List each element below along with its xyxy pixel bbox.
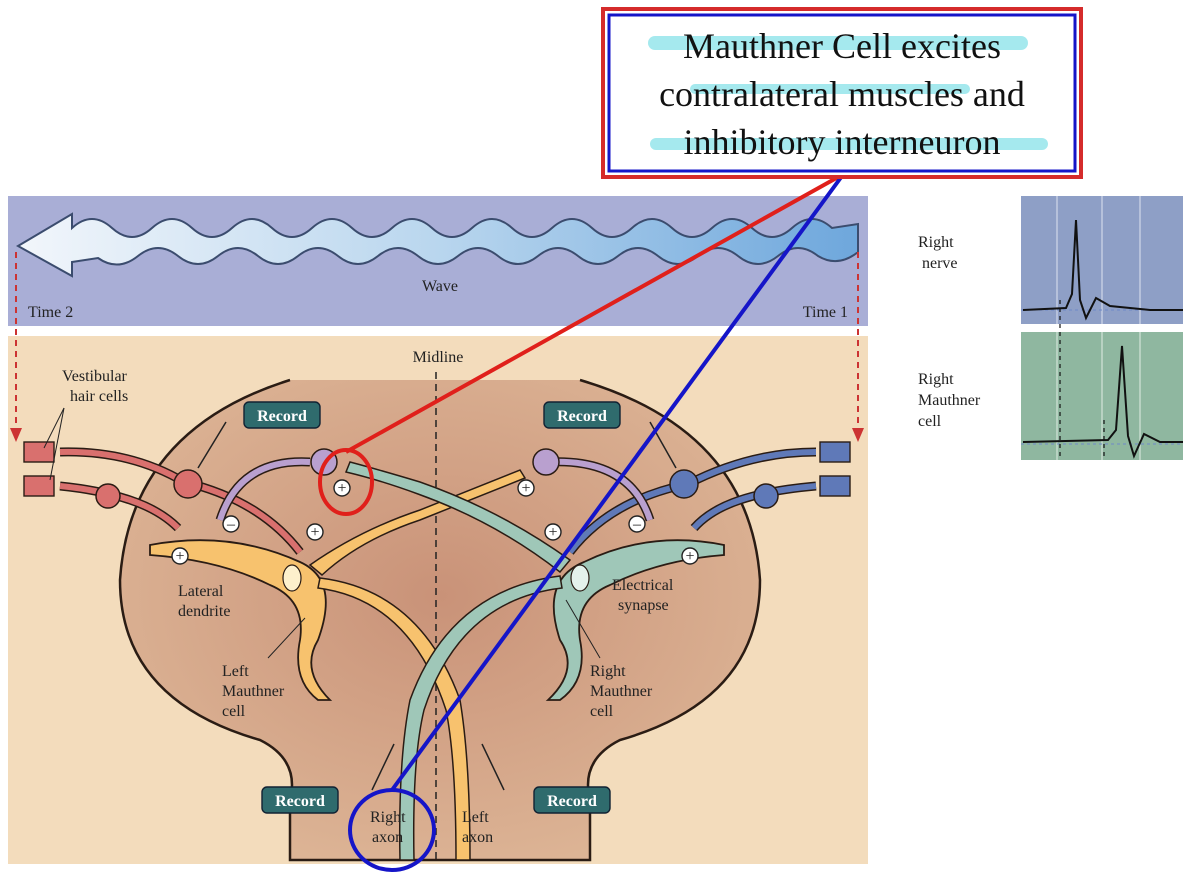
svg-text:+: + (310, 524, 319, 541)
right-vestibular-neurons (566, 441, 851, 555)
callout-line-2: contralateral muscles and (659, 74, 1025, 114)
right-axon-label-2: axon (372, 829, 403, 846)
synapse-signs: + – + + + + – + (171, 479, 699, 565)
svg-text:Record: Record (557, 408, 607, 425)
record-box-bottom-left: Record (261, 786, 339, 814)
brainstem-outline (118, 378, 762, 862)
svg-text:+: + (685, 548, 694, 565)
right-mauthner-trace-label-3: cell (918, 413, 942, 430)
annotation-overlay (318, 174, 844, 872)
vestibular-label-2: hair cells (70, 388, 128, 405)
right-nerve-trace: Right nerve (918, 196, 1183, 324)
plus-sign-4: + (517, 479, 535, 497)
right-nerve-label-1: Right (918, 234, 954, 251)
svg-text:–: – (632, 516, 642, 533)
right-mauthner-trace-label-1: Right (918, 371, 954, 388)
red-callout-line (345, 174, 841, 454)
lateral-label-2: dendrite (178, 603, 230, 620)
left-mauthner-label-1: Left (222, 663, 249, 680)
wave-label: Wave (422, 278, 458, 295)
left-mauthner-label-3: cell (222, 703, 246, 720)
svg-text:–: – (226, 516, 236, 533)
left-axon-label-2: axon (462, 829, 493, 846)
right-mauthner-trace-label-2: Mauthner (918, 392, 981, 409)
wave-arrow (15, 212, 859, 278)
wave-panel: Wave Time 2 Time 1 (8, 196, 868, 326)
lateral-label-1: Lateral (178, 583, 224, 600)
record-box-top-left: Record (243, 401, 321, 429)
right-axon-label-1: Right (370, 809, 406, 826)
right-mauthner-trace: Right Mauthner cell (918, 332, 1183, 460)
svg-text:Record: Record (257, 408, 307, 425)
svg-text:Record: Record (275, 793, 325, 810)
right-nerve-label-2: nerve (922, 255, 958, 272)
svg-text:Record: Record (547, 793, 597, 810)
minus-sign-2: – (628, 515, 646, 533)
left-mauthner-label-2: Mauthner (222, 683, 285, 700)
svg-text:+: + (175, 548, 184, 565)
left-vestibular-neurons (23, 441, 304, 555)
plus-sign-5: + (544, 523, 562, 541)
blue-callout-line (390, 174, 844, 792)
right-mauthner-cell (344, 461, 725, 861)
svg-text:+: + (337, 480, 346, 497)
callout-line-3: inhibitory interneuron (684, 122, 1001, 162)
svg-text:+: + (521, 480, 530, 497)
record-box-bottom-right: Record (533, 786, 611, 814)
left-axon-label-1: Left (462, 809, 489, 826)
plus-sign-2: + (306, 523, 324, 541)
right-mauthner-label-3: cell (590, 703, 614, 720)
time-arrows (10, 252, 864, 442)
plus-sign-6: + (681, 547, 699, 565)
svg-text:+: + (548, 524, 557, 541)
midline-label: Midline (413, 349, 464, 366)
electrical-synapse-label-1: Electrical (612, 577, 674, 594)
right-mauthner-label-2: Mauthner (590, 683, 653, 700)
electrical-synapse-label-2: synapse (618, 597, 669, 614)
diagram-labels: Vestibular hair cells Lateral dendrite L… (43, 368, 674, 846)
callout-box: Mauthner Cell excites contralateral musc… (601, 7, 1083, 179)
time2-label: Time 2 (28, 304, 73, 321)
record-box-top-right: Record (543, 401, 621, 429)
time1-label: Time 1 (803, 304, 848, 321)
vestibular-label-1: Vestibular (62, 368, 128, 385)
callout-line-1: Mauthner Cell excites (683, 26, 1001, 66)
plus-sign-1: + (171, 547, 189, 565)
minus-sign-1: – (222, 515, 240, 533)
plus-sign-3: + (333, 479, 351, 497)
right-mauthner-label-1: Right (590, 663, 626, 680)
left-mauthner-cell (149, 469, 527, 861)
